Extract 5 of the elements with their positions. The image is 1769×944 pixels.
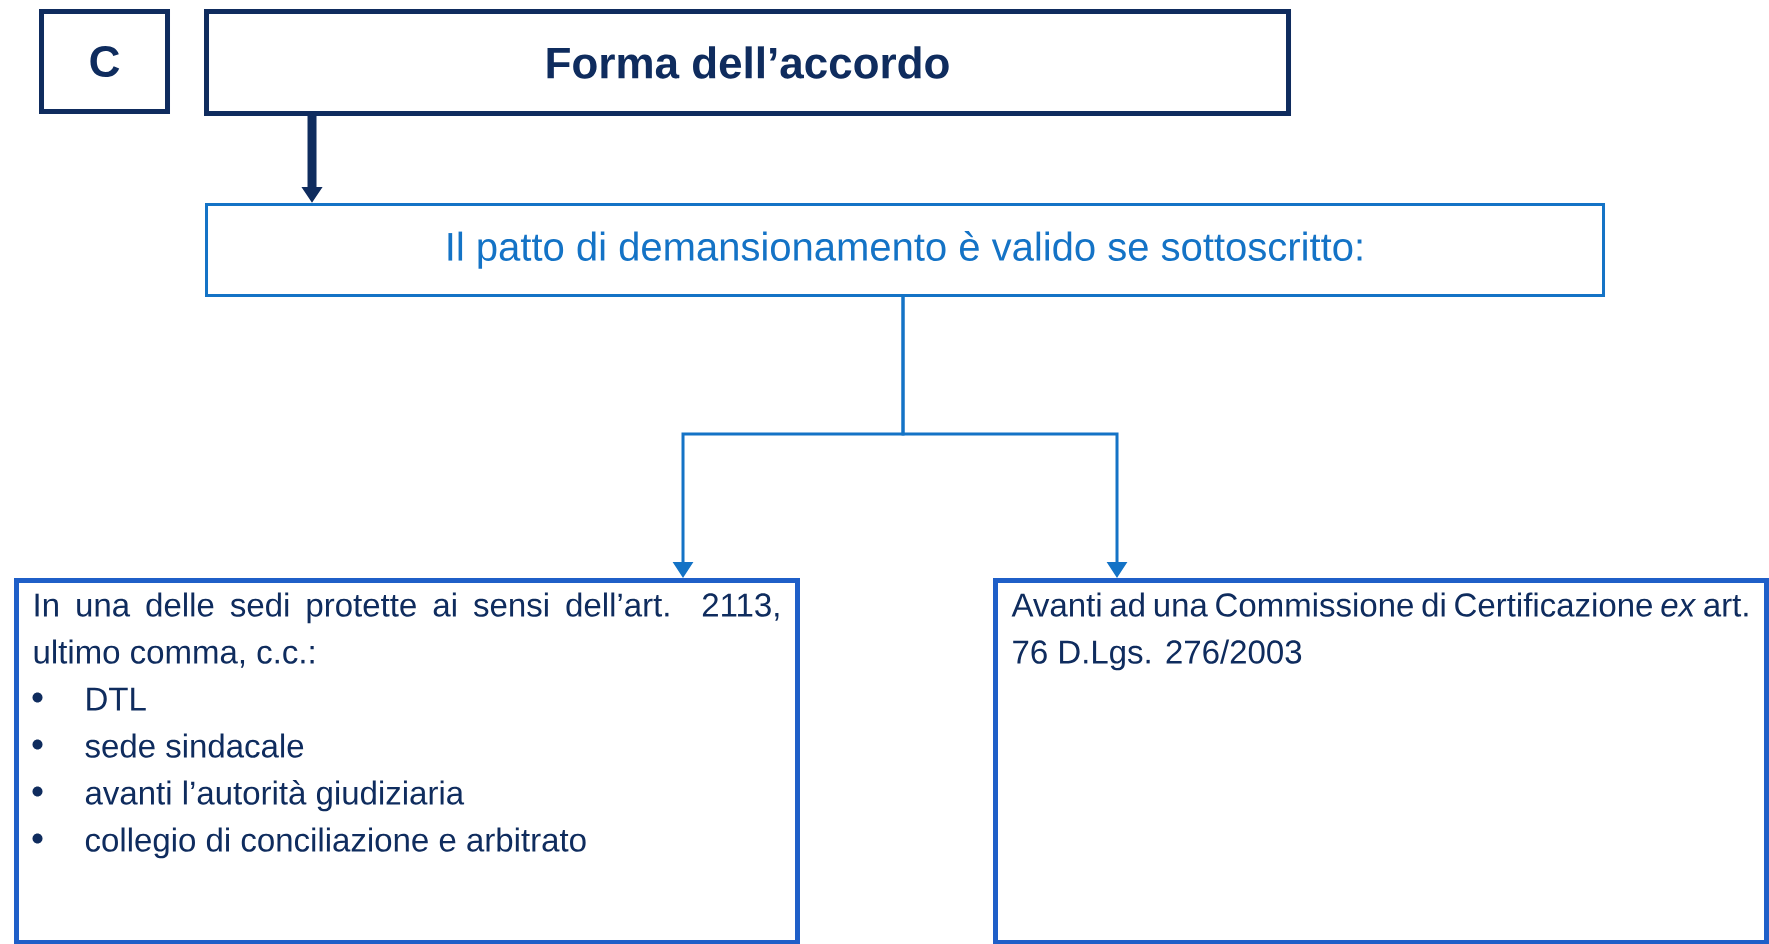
title-box: Forma dell’accordo bbox=[204, 9, 1291, 116]
letter-box: C bbox=[39, 9, 170, 114]
text-box: In una delle sedi protette ai sensi dell’art. 2113, ultimo comma, c.c.: DTL sede sindacale avanti l’autorità giudiziaria collegio di conciliazione e arbitrato bbox=[14, 578, 800, 944]
text-box: Avanti ad una Commissione di Certificazione ex art. 76 D.Lgs. 276/2003 bbox=[993, 578, 1769, 944]
statement-box: Il patto di demansionamento è valido se sottoscritto: bbox=[205, 203, 1605, 297]
